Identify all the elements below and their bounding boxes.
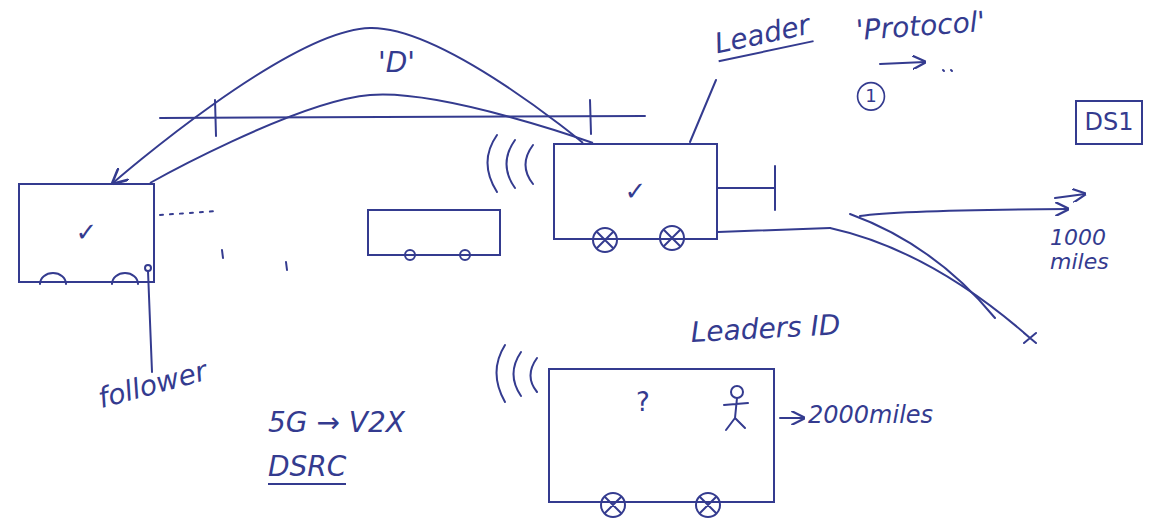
arc-connector (113, 28, 583, 183)
network-label: 5G → V2X (268, 408, 405, 439)
distance-line (160, 100, 645, 136)
signal-waves (488, 135, 534, 192)
node-text: ? (636, 388, 650, 418)
node-text: ✓ (625, 177, 647, 207)
road-branch (850, 214, 995, 318)
gap-dots (160, 211, 218, 215)
edge-label: 'D' (375, 46, 418, 79)
distance-arrow (1055, 194, 1085, 198)
numbered-circle: 1 (857, 82, 885, 111)
vehicle-wheel (405, 250, 415, 260)
wheel-cross (605, 497, 716, 513)
vehicle-wheel (460, 250, 470, 260)
protocol-label: 'Protocol' (855, 7, 986, 47)
protocol-arrow (880, 62, 925, 64)
node-text: DS1 (1085, 109, 1134, 137)
boxed-tag: DS1 (1075, 100, 1143, 145)
arc-connector (150, 95, 593, 183)
front-sensor (718, 166, 775, 210)
protocol-name: DSRC (268, 452, 346, 485)
vehicle-box: ? (548, 368, 775, 503)
circle-outline (858, 83, 885, 111)
signal-waves (497, 345, 538, 402)
middle-vehicle (368, 210, 500, 255)
leader-label: Leader (712, 10, 813, 62)
node-text: ✓ (76, 218, 98, 248)
follower-truck: ✓ (18, 183, 155, 283)
dots (943, 70, 952, 71)
driver-figure (724, 398, 748, 430)
distance-arrow (780, 417, 804, 419)
tick-marks (222, 250, 287, 270)
road-branch (860, 209, 1068, 216)
road-branch (830, 228, 1036, 343)
id-label: Leaders ID (690, 310, 841, 349)
distance-label: 2000miles (808, 402, 933, 428)
follower-pointer (148, 271, 152, 372)
follower-label: follower (95, 356, 211, 415)
leader-truck: ✓ (553, 143, 718, 240)
road-line (718, 228, 830, 232)
driver-figure (731, 386, 743, 398)
leader-pointer (690, 80, 716, 142)
node-text: 1 (865, 86, 876, 107)
distance-label: 1000 miles (1050, 226, 1140, 274)
